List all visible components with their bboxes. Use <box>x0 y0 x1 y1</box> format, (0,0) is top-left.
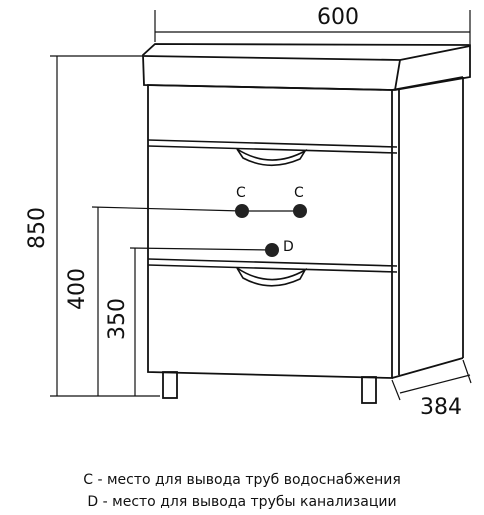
depth-label: 384 <box>420 395 462 420</box>
water-point-right <box>293 204 307 218</box>
width-label: 600 <box>317 5 359 30</box>
legend-water-supply: C - место для вывода труб водоснабжения <box>83 472 401 488</box>
upper-drawer <box>147 139 398 167</box>
drain-point-label: D <box>283 239 294 255</box>
c-height-dimension <box>91 206 243 396</box>
cabinet-body <box>147 76 464 379</box>
legend-drain: D - место для вывода трубы канализации <box>87 494 397 510</box>
depth-dimension <box>391 359 472 401</box>
front-left-leg <box>162 371 178 399</box>
cabinet-diagram: 600 384 850 400 350 C C D <box>25 5 472 420</box>
width-dimension <box>154 10 471 44</box>
upper-drawer-handle <box>236 148 308 167</box>
water-point-left-label: C <box>236 185 246 201</box>
legs <box>162 371 377 404</box>
lower-drawer-handle <box>236 267 308 287</box>
front-right-leg <box>361 376 377 404</box>
total-height-dimension <box>50 55 160 397</box>
water-point-right-label: C <box>294 185 304 201</box>
d-height-label: 350 <box>105 298 130 340</box>
countertop <box>142 43 471 91</box>
total-height-label: 850 <box>25 207 50 249</box>
water-point-left <box>235 204 249 218</box>
c-height-label: 400 <box>65 268 90 310</box>
lower-drawer <box>147 258 398 287</box>
drain-point <box>265 243 279 257</box>
d-height-dimension <box>129 247 273 396</box>
